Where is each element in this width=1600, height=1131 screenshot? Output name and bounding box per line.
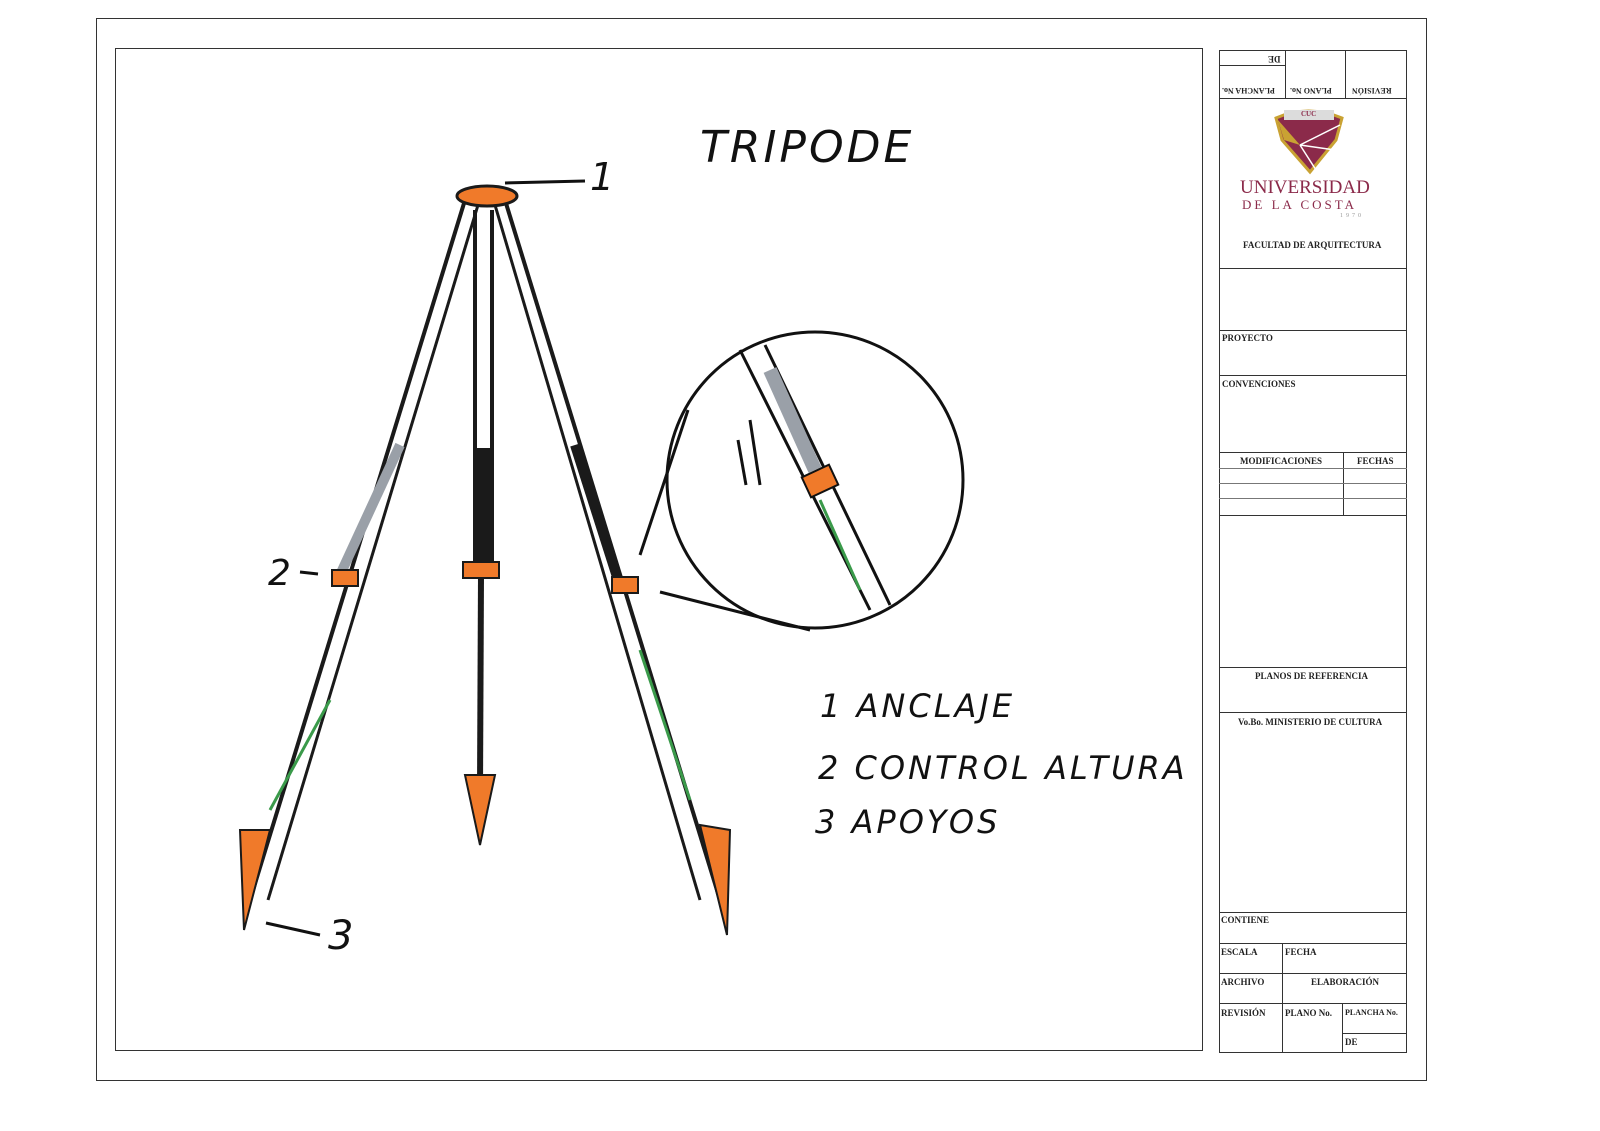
top-plano-label: PLANO No.	[1290, 86, 1332, 95]
escala-label: ESCALA	[1221, 947, 1258, 957]
legend-item-3: 3 APOYOS	[815, 803, 1001, 841]
legend-item-2: 2 CONTROL ALTURA	[818, 749, 1188, 787]
drawing-frame	[115, 48, 1203, 1051]
plancha-no-label: PLANCHA No.	[1345, 1008, 1398, 1017]
plano-no-label: PLANO No.	[1285, 1008, 1332, 1018]
logo-line2: DE LA COSTA	[1242, 197, 1358, 212]
foot-right	[698, 823, 732, 936]
contiene-label: CONTIENE	[1221, 915, 1270, 925]
clamp-right	[611, 576, 639, 594]
archivo-label: ARCHIVO	[1221, 977, 1265, 987]
callout-2: 2	[268, 553, 294, 594]
fecha-label: FECHA	[1285, 947, 1317, 957]
clamp-center	[462, 561, 500, 579]
title-block	[1219, 50, 1407, 1053]
callout-lines	[265, 179, 586, 937]
drawing-title: TRIPODE	[700, 122, 915, 173]
top-revision-label: REVISIÓN	[1352, 86, 1392, 95]
top-de-label: DE	[1268, 54, 1281, 64]
de-label: DE	[1345, 1037, 1358, 1047]
vobo-label: Vo.Bo. MINISTERIO DE CULTURA	[1238, 717, 1383, 727]
elaboracion-label: ELABORACIÓN	[1311, 977, 1380, 987]
fechas-label: FECHAS	[1357, 456, 1394, 466]
logo-name: UNIVERSIDAD	[1240, 177, 1370, 198]
callout-3: 3	[328, 913, 357, 959]
sheet-border	[96, 18, 1427, 1081]
planos-referencia-label: PLANOS DE REFERENCIA	[1255, 671, 1369, 681]
callout-1: 1	[590, 155, 618, 199]
revision-label: REVISIÓN	[1221, 1008, 1266, 1018]
tripod-left-leg	[248, 199, 480, 901]
foot-left	[238, 829, 272, 931]
top-plancha-label: PLANCHA No.	[1222, 86, 1275, 95]
tripod-center-leg	[473, 210, 494, 791]
faculty-label: FACULTAD DE ARQUITECTURA	[1243, 240, 1382, 250]
legend-item-1: 1 ANCLAJE	[820, 687, 1016, 725]
clamp-left	[331, 569, 359, 587]
detail-callout	[638, 330, 965, 632]
modificaciones-label: MODIFICACIONES	[1240, 456, 1323, 466]
logo-year: 1970	[1340, 213, 1364, 219]
tripod-head	[455, 184, 519, 208]
logo-badge: CUC	[1301, 110, 1317, 118]
proyecto-label: PROYECTO	[1222, 333, 1273, 343]
foot-center	[463, 774, 497, 846]
convenciones-label: CONVENCIONES	[1222, 379, 1296, 389]
tripod-right-leg	[493, 199, 722, 901]
